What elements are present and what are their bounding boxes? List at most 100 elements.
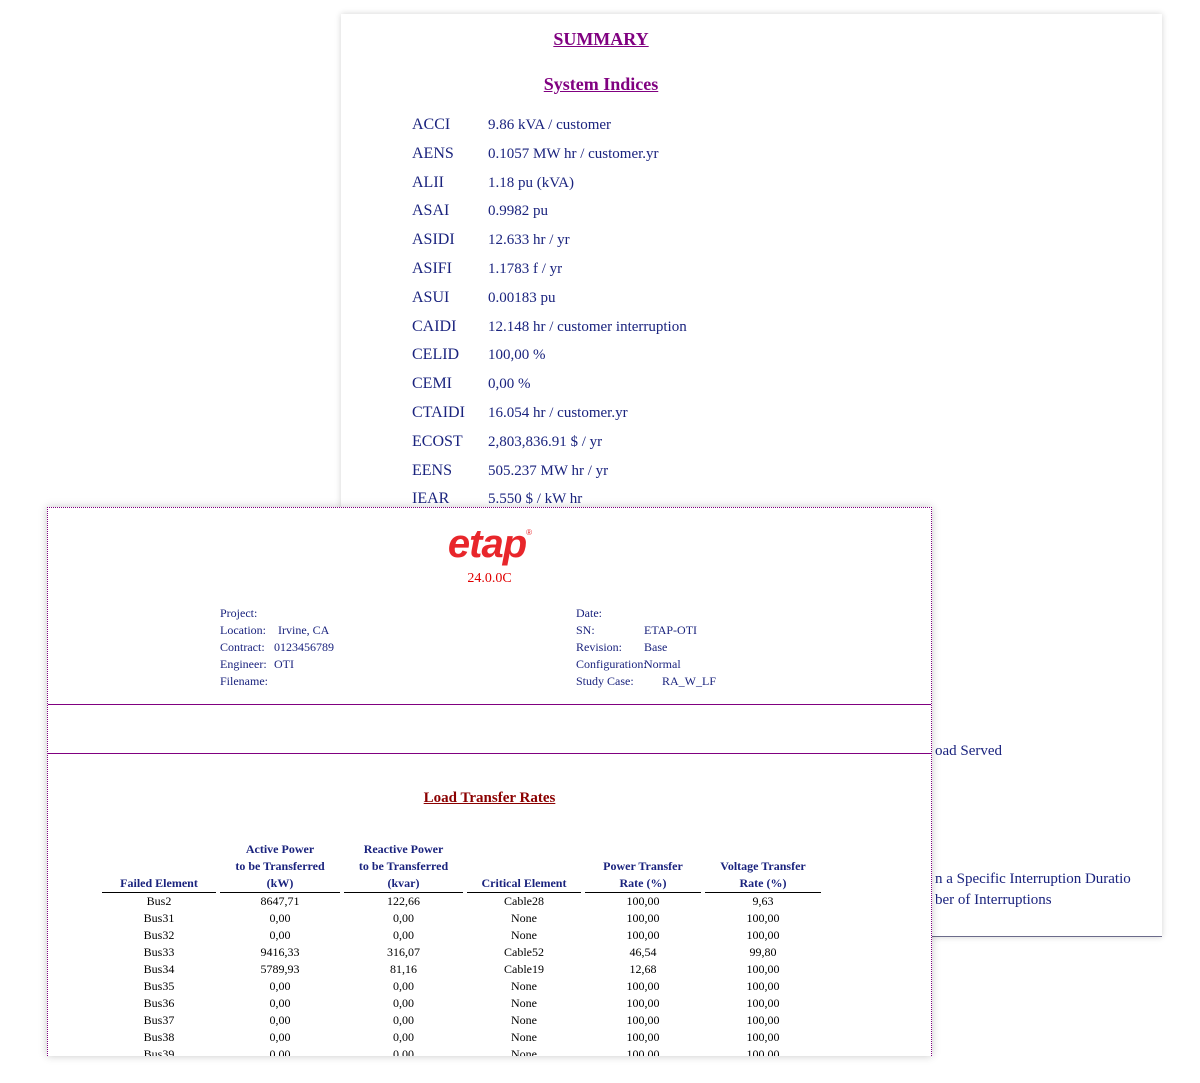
column-header-line: to be Transferred [358,859,449,873]
table-cell: Bus31 [143,911,175,925]
index-value: 1.18 pu (kVA) [488,174,574,191]
table-cell: Bus37 [143,1013,175,1027]
table-cell: 100,00 [626,979,660,993]
table-cell: 0,00 [269,996,291,1010]
table-cell: None [511,996,537,1010]
table-cell: Bus32 [143,928,175,942]
info-label: Contract: [220,640,265,654]
info-value: Irvine, CA [278,623,330,637]
index-name: ASAI [412,202,450,220]
index-value: 0.00183 pu [488,289,556,306]
table-cell: 316,07 [387,945,420,959]
summary-title: SUMMARY [553,29,649,49]
index-name: CTAIDI [412,404,465,421]
table-cell: Bus38 [143,1030,175,1044]
version-label: 24.0.0C [467,571,512,586]
info-label: Engineer: [220,657,267,671]
table-cell: 100,00 [626,1030,660,1044]
column-header-line: Rate (%) [619,876,667,890]
table-cell: 0,00 [393,928,414,942]
table-cell: 0,00 [269,1047,291,1056]
index-value: 1.1783 f / yr [488,261,563,277]
info-label: SN: [576,623,595,637]
table-cell: 100,00 [626,911,660,925]
table-cell: 100,00 [626,894,660,908]
index-value: 9.86 kVA / customer [488,117,612,133]
table-cell: 100,00 [746,1013,780,1027]
column-header-line: (kW) [266,876,294,890]
table-cell: None [511,1013,537,1027]
table-cell: Bus36 [143,996,175,1010]
partial-note: oad Served [935,743,1003,759]
info-value: Base [644,640,668,654]
table-cell: 100,00 [626,1047,660,1056]
info-label: Configuration: [576,657,647,671]
table-cell: 46,54 [629,945,657,959]
index-name: CELID [412,346,460,364]
column-header-line: Rate (%) [739,876,787,890]
info-label: Date: [576,606,602,620]
index-value: 2,803,836.91 $ / yr [488,433,603,450]
table-cell: None [511,1047,537,1056]
info-label: Location: [220,623,266,637]
column-header-line: Failed Element [120,876,198,890]
index-name: ECOST [412,432,463,450]
system-indices-title: System Indices [543,74,659,94]
info-label: Project: [220,606,258,620]
table-cell: 100,00 [746,1047,780,1056]
info-label: Study Case: [576,674,634,688]
table-cell: 0,00 [269,1013,291,1027]
index-name: ASIFI [412,260,453,277]
partial-note: n a Specific Interruption Duratio [935,871,1131,887]
column-header: Failed Element [102,841,216,893]
index-value: 100,00 % [488,347,546,364]
index-value: 0.1057 MW hr / customer.yr [488,145,659,162]
column-header-line: to be Transferred [235,859,325,873]
table-cell: 0,00 [269,911,291,925]
index-name: CEMI [412,375,452,393]
table-cell: 0,00 [393,911,414,925]
table-cell: Bus33 [143,945,175,959]
table-cell: 0,00 [269,979,291,993]
index-name: ACCI [412,116,451,133]
info-value: OTI [274,657,294,671]
index-name: EENS [412,461,452,479]
table-cell: None [511,979,537,993]
table-cell: 100,00 [626,996,660,1010]
table-cell: Bus34 [143,962,175,976]
table-cell: 81,16 [390,962,417,976]
etap-logo: etap® [48,522,931,567]
table-cell: 100,00 [746,962,780,976]
table-cell: None [511,911,537,925]
column-header-line: Power Transfer [603,859,683,873]
table-cell: Cable28 [504,894,544,908]
index-name: ASUI [412,288,450,306]
index-value: 0,00 % [488,376,531,393]
index-value: 12.633 hr / yr [488,232,570,249]
table-cell: 0,00 [393,1030,414,1044]
table-cell: None [511,928,537,942]
table-cell: 0,00 [269,928,291,942]
index-value: 12.148 hr / customer interruption [488,318,687,335]
table-cell: 8647,71 [260,894,300,908]
table-cell: 100,00 [626,1013,660,1027]
table-cell: Bus2 [146,894,172,908]
load-transfer-rates-title: Load Transfer Rates [423,790,556,806]
column-header-line: Critical Element [481,876,567,890]
table-cell: 100,00 [746,911,780,925]
table-cell: 12,68 [629,962,657,976]
info-value: 0123456789 [274,640,334,654]
info-value: ETAP-OTI [644,623,698,637]
index-name: CAIDI [412,317,457,335]
